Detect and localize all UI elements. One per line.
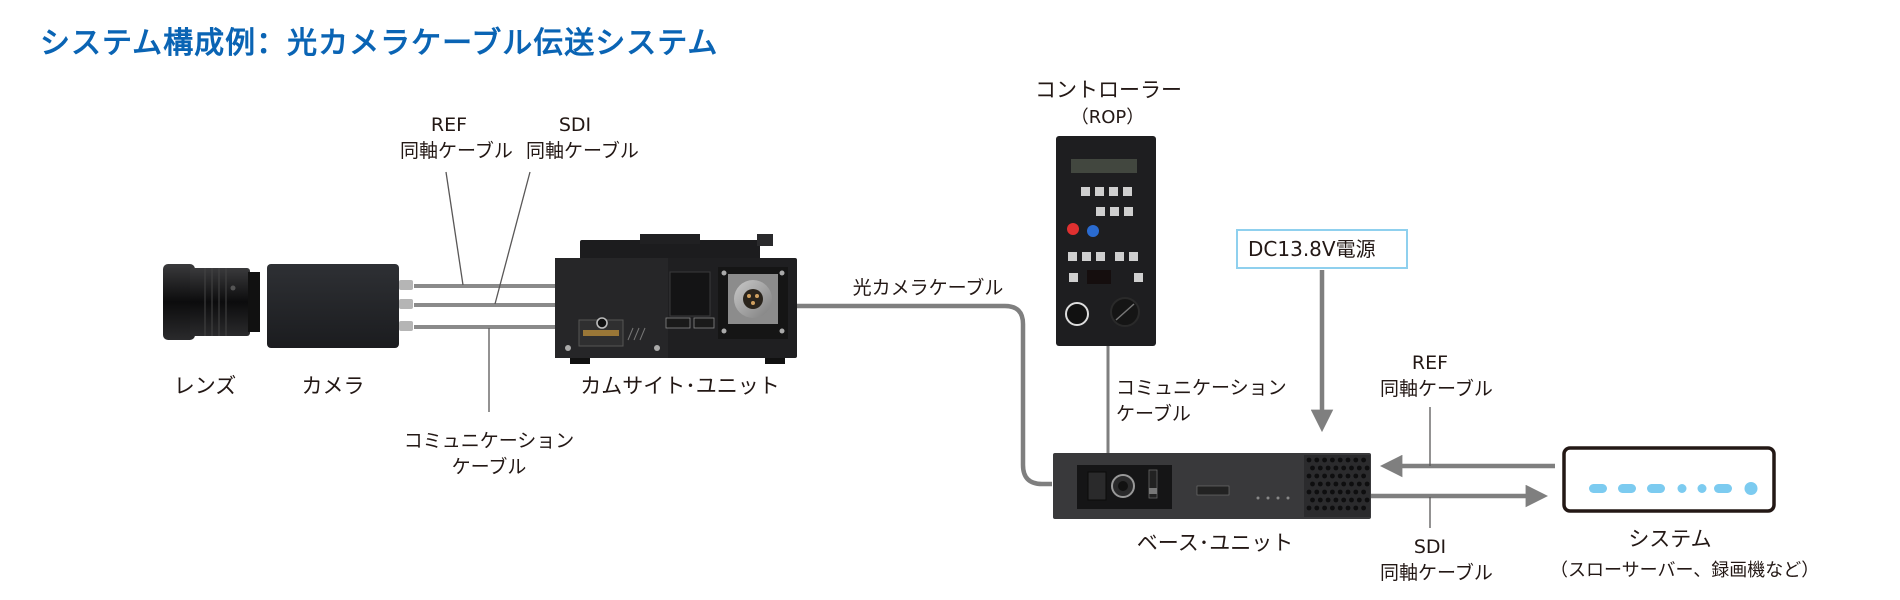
dc-power-supply-box: DC13.8V電源: [1236, 229, 1408, 269]
fan-grille-hole: [1345, 473, 1351, 479]
lens-illustration: [163, 264, 260, 340]
fan-grille-hole: [1317, 497, 1323, 503]
fan-grille-hole: [1310, 465, 1315, 471]
fan-grille-hole: [1341, 481, 1347, 487]
fan-grille-hole: [1333, 497, 1339, 503]
fan-grille-hole: [1337, 489, 1343, 495]
fan-grille-hole: [1310, 497, 1315, 503]
fan-grille-hole: [1345, 489, 1351, 495]
camera-cables: [414, 284, 560, 329]
fan-grille-hole: [1345, 505, 1351, 511]
fan-grille-hole: [1333, 481, 1339, 487]
fan-grille-hole: [1330, 473, 1335, 479]
camera-comm-cable-label: コミュニケーション ケーブル: [403, 430, 575, 478]
fan-grille-hole: [1349, 481, 1354, 487]
fan-grille-hole: [1349, 465, 1354, 471]
fan-grille-hole: [1345, 457, 1351, 463]
fan-grille-hole: [1341, 465, 1347, 471]
system-device-illustration: [1562, 446, 1776, 513]
fan-grille-hole: [1330, 457, 1335, 463]
fan-grille-hole: [1361, 489, 1366, 495]
fan-grille-hole: [1322, 457, 1327, 463]
fan-grille-hole: [1361, 457, 1366, 463]
fan-grille-hole: [1364, 465, 1370, 471]
controller-label: コントローラー （ROP）: [1035, 78, 1182, 128]
fan-grille-hole: [1317, 481, 1323, 487]
optical-camera-cable: [797, 303, 1052, 487]
fan-grille-hole: [1333, 465, 1339, 471]
fan-grille-hole: [1356, 481, 1362, 487]
fan-grille-hole: [1361, 505, 1366, 511]
fan-grille-hole: [1349, 497, 1354, 503]
fan-grille-hole: [1341, 497, 1347, 503]
fan-grille-hole: [1353, 473, 1359, 479]
sdi-leader-line: [494, 171, 531, 305]
fan-grille-hole: [1314, 505, 1320, 511]
optical-camera-cable-label: 光カメラケーブル: [852, 277, 1004, 299]
fan-grille-hole: [1314, 489, 1320, 495]
fan-grille-hole: [1306, 473, 1312, 479]
system-ref-cable-label: REF 同軸ケーブル: [1380, 352, 1493, 400]
fan-grille-hole: [1322, 505, 1327, 511]
camera-ref-cable-label: REF 同軸ケーブル: [400, 114, 513, 162]
fan-grille-hole: [1353, 489, 1359, 495]
fan-grille-hole: [1306, 489, 1312, 495]
camera-sdi-cable-label: SDI 同軸ケーブル: [526, 114, 639, 162]
fan-grille-hole: [1353, 457, 1359, 463]
fan-grille-hole: [1356, 497, 1362, 503]
fan-grille-hole: [1325, 465, 1331, 471]
fan-grille-hole: [1361, 473, 1366, 479]
fan-grille-hole: [1325, 481, 1331, 487]
system-led-indicators: [1589, 482, 1758, 495]
fan-grille-hole: [1337, 457, 1343, 463]
base-unit-label: ベース･ユニット: [1136, 531, 1294, 555]
base-unit-illustration: [1053, 453, 1371, 519]
camsite-unit-label: カムサイト･ユニット: [580, 374, 780, 398]
fan-grille-hole: [1325, 497, 1331, 503]
fan-grille-hole: [1364, 481, 1370, 487]
fan-grille-hole: [1337, 473, 1343, 479]
fan-grille-hole: [1356, 465, 1362, 471]
rop-comm-cable-label: コミュニケーション ケーブル: [1116, 377, 1287, 425]
fan-grille-hole: [1310, 481, 1315, 487]
ref-leader-line: [445, 171, 464, 286]
fan-grille-hole: [1330, 489, 1335, 495]
fan-grille-hole: [1314, 457, 1320, 463]
fan-grille-hole: [1322, 489, 1327, 495]
camera-label: カメラ: [301, 374, 365, 398]
lens-label: レンズ: [173, 374, 237, 398]
fan-grille-hole: [1353, 505, 1359, 511]
fan-grille-hole: [1322, 473, 1327, 479]
diagram-title: システム構成例：光カメラケーブル伝送システム: [40, 26, 719, 61]
fan-grille-hole: [1314, 473, 1320, 479]
fan-grille-hole: [1317, 465, 1323, 471]
fan-grille-hole: [1306, 505, 1312, 511]
system-label: システム （スローサーバー、録画機など）: [1550, 527, 1820, 581]
controller-rop-illustration: [1056, 136, 1156, 346]
camsite-unit-illustration: [555, 234, 797, 364]
fan-grille-hole: [1330, 505, 1335, 511]
camera-illustration: [267, 264, 413, 348]
system-sdi-cable-label: SDI 同軸ケーブル: [1380, 536, 1493, 584]
fan-grille-hole: [1306, 457, 1312, 463]
fan-grille-hole: [1337, 505, 1343, 511]
fan-grille-hole: [1364, 497, 1370, 503]
